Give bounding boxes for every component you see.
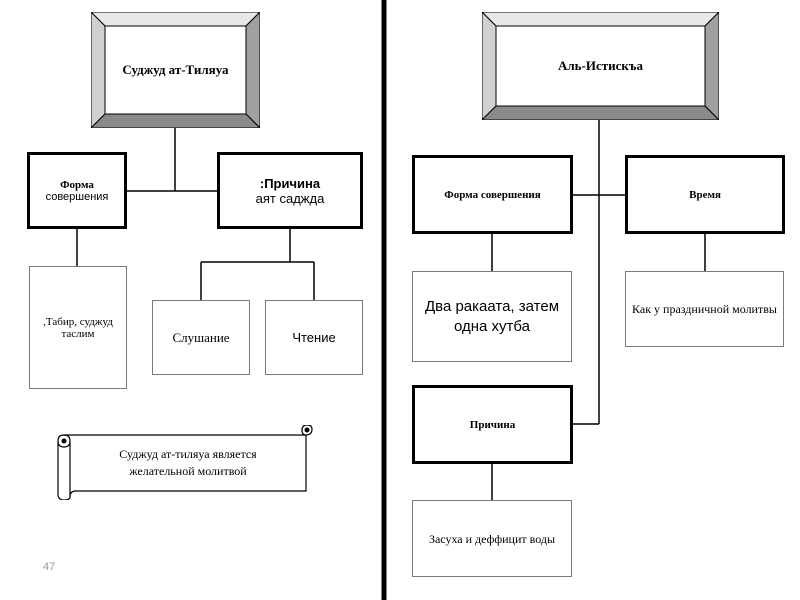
left-form-label-2: совершения xyxy=(45,190,109,203)
listening-box: Слушание xyxy=(152,300,250,375)
right-time-box: Время xyxy=(625,155,785,234)
scroll-line-1: Суджуд ат-тиляуа является xyxy=(119,447,257,461)
right-form-label: Форма совершения xyxy=(444,188,541,201)
page-number: 47 xyxy=(43,561,56,573)
left-title-box: Суджуд ат-Тиляуа xyxy=(91,12,260,128)
right-time-detail: Как у праздничной молитвы xyxy=(632,302,777,316)
right-reason-detail-box: Засуха и деффицит воды xyxy=(412,500,572,577)
left-form-label-1: Форма xyxy=(60,178,94,191)
right-form-detail: Два ракаата, затем одна хутба xyxy=(424,297,560,335)
left-reason-label-1: :Причина xyxy=(259,175,321,191)
left-form-detail: ,Табир, суджуд таслим xyxy=(43,315,113,340)
scroll-line-2: желательной молитвой xyxy=(129,464,247,478)
left-title: Суджуд ат-Тиляуа xyxy=(122,62,229,77)
listening-label: Слушание xyxy=(172,329,230,345)
reading-label: Чтение xyxy=(292,330,336,345)
left-form-box: Форма совершения xyxy=(27,152,127,229)
left-reason-label-2: аят саджда xyxy=(255,190,325,206)
right-reason-detail: Засуха и деффицит воды xyxy=(428,531,556,546)
right-title: Аль-Истискъа xyxy=(558,58,643,73)
right-form-box: Форма совершения xyxy=(412,155,573,234)
scroll-banner: Суджуд ат-тиляуа является желательной мо… xyxy=(56,425,318,500)
left-form-detail-box: ,Табир, суджуд таслим xyxy=(29,266,127,389)
right-title-box: Аль-Истискъа xyxy=(482,12,719,120)
reading-box: Чтение xyxy=(265,300,363,375)
right-time-detail-box: Как у праздничной молитвы xyxy=(625,271,784,347)
right-reason-box: Причина xyxy=(412,385,573,464)
right-time-label: Время xyxy=(689,188,721,201)
left-reason-box: :Причина аят саджда xyxy=(217,152,363,229)
right-form-detail-box: Два ракаата, затем одна хутба xyxy=(412,271,572,362)
right-reason-label: Причина xyxy=(469,418,516,431)
